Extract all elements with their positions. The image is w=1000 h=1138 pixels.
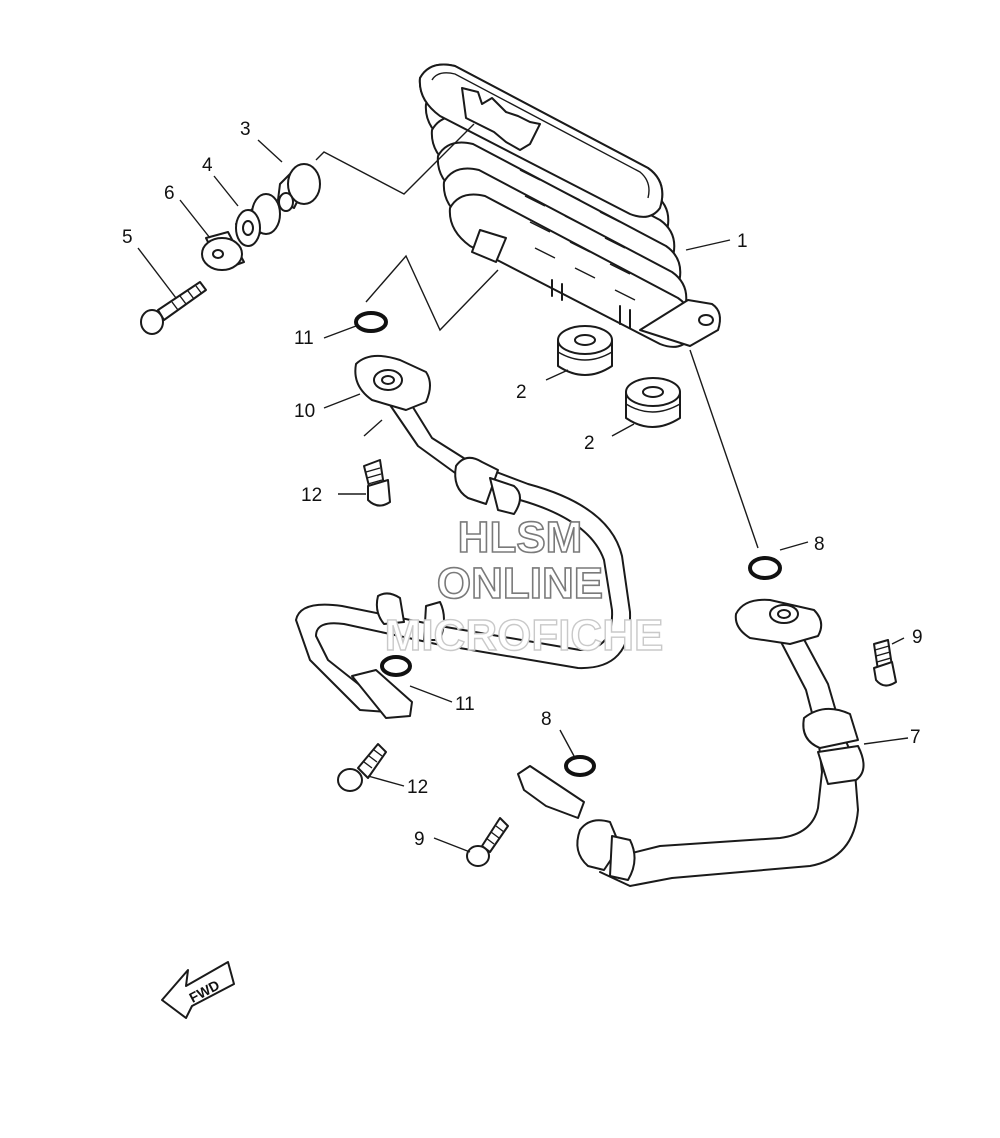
o-ring-lower-left xyxy=(380,655,412,677)
callout-8-lower: 8 xyxy=(541,709,552,730)
watermark-line1: HLSM xyxy=(458,513,583,562)
callout-3: 3 xyxy=(240,119,251,140)
bolt-cooler-mount xyxy=(140,281,207,335)
collar xyxy=(277,163,321,212)
oil-pipe-left xyxy=(295,354,632,719)
o-ring-upper xyxy=(354,311,388,333)
callout-5: 5 xyxy=(122,227,133,248)
bolt-12-upper xyxy=(363,459,391,507)
watermark-line3: MICROFICHE xyxy=(385,611,664,660)
bolt-12-lower xyxy=(337,743,387,792)
watermark: HLSM ONLINE MICROFICHE xyxy=(384,512,664,661)
callout-9-lower: 9 xyxy=(414,829,425,850)
bolt-9-lower xyxy=(466,817,509,867)
oil-pipe-right xyxy=(517,598,865,887)
assembly-leaders xyxy=(315,123,759,549)
grommet-lower xyxy=(625,377,681,428)
damper xyxy=(235,193,281,247)
o-ring-lower-mid xyxy=(564,755,596,777)
callout-2-lower: 2 xyxy=(584,433,595,454)
callout-11-upper: 11 xyxy=(294,328,314,349)
callout-leaders xyxy=(137,139,909,853)
callout-numbers: 1 2 2 3 4 5 6 7 8 8 9 9 10 11 11 12 12 xyxy=(122,119,923,850)
grommet-upper xyxy=(557,325,613,376)
callout-4: 4 xyxy=(202,155,213,176)
fwd-arrow: FWD xyxy=(161,961,235,1019)
watermark-line2: ONLINE xyxy=(437,559,603,608)
callout-9-right: 9 xyxy=(912,627,923,648)
callout-11-lower: 11 xyxy=(455,694,475,715)
callout-10: 10 xyxy=(294,401,315,422)
callout-7: 7 xyxy=(910,727,921,748)
callout-12-lower: 12 xyxy=(407,777,428,798)
callout-8-right: 8 xyxy=(814,534,825,555)
callout-6: 6 xyxy=(164,183,175,204)
oil-cooler xyxy=(418,63,721,348)
washer xyxy=(201,231,245,271)
o-ring-right xyxy=(748,556,782,580)
bolt-9-right xyxy=(873,639,897,687)
callout-2-upper: 2 xyxy=(516,382,527,403)
callout-12-upper: 12 xyxy=(301,485,322,506)
callout-1: 1 xyxy=(737,231,748,252)
